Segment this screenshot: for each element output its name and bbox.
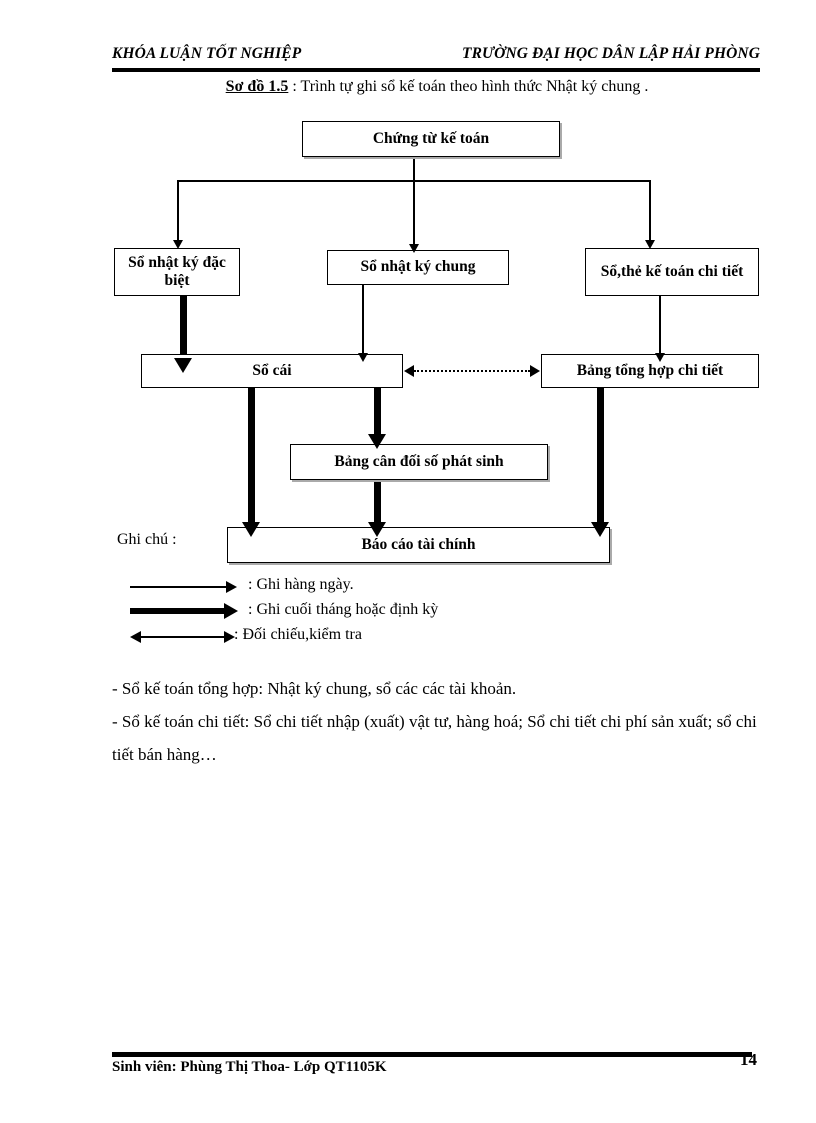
arrowhead-reconciliation-left [404,365,414,377]
connector-special-journal-to-ledger [180,285,187,363]
footer-divider [112,1052,752,1057]
node-bao-cao-tai-chinh: Báo cáo tài chính [227,527,610,563]
node-chung-tu-ke-toan: Chứng từ kế toán [302,121,560,157]
figure-caption-text: : Trình tự ghi sổ kế toán theo hình thức… [292,78,649,95]
body-line-2: - Sổ kế toán chi tiết: Sổ chi tiết nhập … [112,712,757,765]
connector-to-detail-ledger [649,180,651,242]
connector-to-general-journal [413,180,415,246]
connector-summary-to-report [597,388,604,528]
connector-reconciliation-dotted [414,370,530,372]
arrowhead-to-detail-ledger [645,240,655,249]
arrowhead-special-journal-to-ledger [174,358,192,373]
page-number: 14 [740,1050,757,1069]
node-label: Chứng từ kế toán [372,129,490,147]
legend-label: : Ghi hàng ngày. [248,576,354,593]
double-arrow-icon [130,625,240,650]
header-divider [112,68,760,72]
header-left-title: KHÓA LUẬN TỐT NGHIỆP [112,45,302,62]
legend-row-periodic: : Ghi cuối tháng hoặc định kỳ [130,600,590,625]
node-label: Sổ nhật ký chung [360,258,476,276]
connector-ledger-to-report [248,388,255,528]
connector-detail-ledger-to-summary [659,285,661,357]
arrowhead-general-journal-to-ledger [358,353,368,362]
node-label: Sổ nhật ký đặc biệt [128,253,226,289]
body-text: - Sổ kế toán tổng hợp: Nhật ký chung, sổ… [112,672,772,771]
connector-to-special-journal [177,180,179,242]
arrowhead-ledger-to-report [242,522,260,537]
connector-source-stem [413,157,415,181]
connector-general-journal-to-ledger [362,285,364,357]
header-right-title: TRƯỜNG ĐẠI HỌC DÂN LẬP HẢI PHÒNG [462,45,760,62]
arrowhead-summary-to-report [591,522,609,537]
node-label: Báo cáo tài chính [361,535,476,553]
node-bang-can-doi-so-phat-sinh: Bảng cân đối số phát sinh [290,444,548,480]
node-label: Sổ,thẻ kế toán chi tiết [600,262,744,280]
flowchart: Chứng từ kế toán Sổ nhật ký đặc biệt Sổ … [114,121,759,563]
legend: : Ghi hàng ngày. : Ghi cuối tháng hoặc đ… [130,575,590,650]
node-so-nhat-ky-chung: Sổ nhật ký chung [327,250,509,285]
node-label: Bảng tổng hợp chi tiết [576,361,724,379]
legend-label: : Ghi cuối tháng hoặc định kỳ [248,601,439,618]
notes-title: Ghi chú : [117,531,177,548]
thick-arrow-right-icon [130,600,240,625]
thin-arrow-right-icon [130,575,240,600]
arrowhead-to-general-journal [409,244,419,253]
footer-student: Sinh viên: Phùng Thị Thoa- Lớp QT1105K [112,1059,387,1075]
figure-label: Sơ đồ 1.5 [225,78,289,95]
arrowhead-detail-ledger-to-summary [655,353,665,362]
legend-row-daily: : Ghi hàng ngày. [130,575,590,600]
node-label: Sổ cái [252,361,292,379]
arrowhead-ledger-to-trial-balance [368,434,386,449]
connector-ledger-to-trial-balance [374,388,381,440]
arrowhead-trial-balance-to-report [368,522,386,537]
arrowhead-to-special-journal [173,240,183,249]
figure-caption: Sơ đồ 1.5 : Trình tự ghi sổ kế toán theo… [112,78,762,96]
body-line-1: - Sổ kế toán tổng hợp: Nhật ký chung, sổ… [112,679,517,698]
connector-trial-balance-to-report [374,480,381,528]
legend-label: : Đối chiếu,kiểm tra [234,626,362,643]
node-bang-tong-hop-chi-tiet: Bảng tổng hợp chi tiết [541,354,759,388]
page-header: KHÓA LUẬN TỐT NGHIỆP TRƯỜNG ĐẠI HỌC DÂN … [112,45,760,69]
node-label: Bảng cân đối số phát sinh [334,452,504,470]
node-so-the-ke-toan-chi-tiet: Sổ,thẻ kế toán chi tiết [585,248,759,296]
arrowhead-reconciliation-right [530,365,540,377]
node-so-nhat-ky-dac-biet: Sổ nhật ký đặc biệt [114,248,240,296]
legend-row-reconcile: : Đối chiếu,kiểm tra [130,625,590,650]
